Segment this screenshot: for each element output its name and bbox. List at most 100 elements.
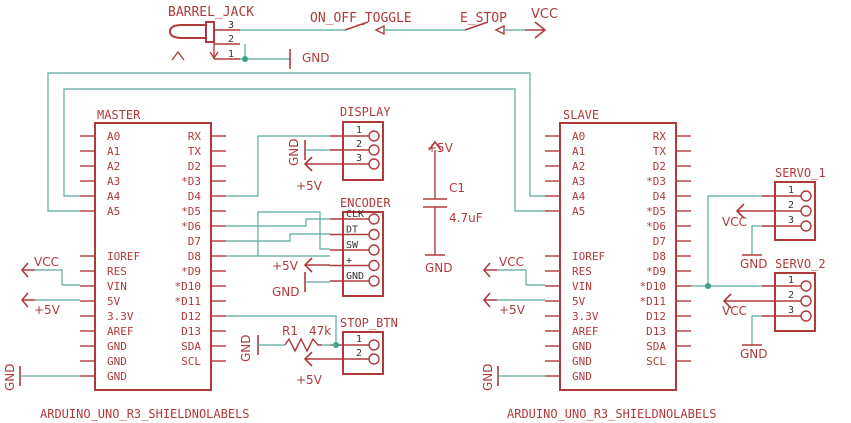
master-left-pin: VIN [107, 280, 127, 293]
slave-5v-net: +5V [499, 303, 526, 317]
r1-gnd-net: GND [239, 334, 253, 362]
master-right-pin: D4 [188, 190, 202, 203]
master-label: MASTER [97, 108, 141, 122]
servo2-vcc-net: VCC [722, 304, 747, 318]
encoder-pin: + [346, 256, 352, 267]
slave-left-pin: AREF [572, 325, 599, 338]
master-left-pin: IOREF [107, 250, 140, 263]
c1-gnd-net: GND [425, 261, 453, 275]
master-right-pin: SDA [181, 340, 201, 353]
slave-left-pin: GND [572, 355, 592, 368]
toggle-label: ON_OFF_TOGGLE [310, 11, 412, 26]
slave-left-pin: IOREF [572, 250, 605, 263]
master-vcc-net: VCC [34, 255, 59, 269]
master-power-wires: VCC +5V GND [3, 72, 545, 391]
slave-left-pin: 5V [572, 295, 586, 308]
master-left-pin: A5 [107, 205, 120, 218]
barrel-pin-3: 3 [228, 20, 234, 31]
slave-right-pin: *D3 [646, 175, 666, 188]
master-right-pin: *D10 [175, 280, 202, 293]
slave-right-pin: D13 [646, 325, 666, 338]
slave-right-pin: D2 [653, 160, 666, 173]
slave-right-pin: *D11 [640, 295, 667, 308]
encoder-label: ENCODER [340, 196, 391, 210]
stop-btn-label: STOP_BTN [340, 316, 398, 330]
master-right-pin: D12 [181, 310, 201, 323]
encoder-pin: CLK [346, 209, 364, 220]
barrel-jack-label: BARREL_JACK [168, 5, 254, 20]
master-right-pin: D13 [181, 325, 201, 338]
display-label: DISPLAY [340, 105, 391, 119]
r1-value: 47k [309, 324, 331, 338]
slave-right-pin: *D5 [646, 205, 666, 218]
master-left-pin: GND [107, 340, 127, 353]
master-right-pin: *D6 [181, 220, 201, 233]
slave-right-pin: D4 [653, 190, 667, 203]
master-left-pin: GND [107, 370, 127, 383]
encoder-gnd-net: GND [272, 285, 300, 299]
stop-button-header: STOP_BTN 1 2 +5V [226, 315, 398, 387]
master-left-pin: 3.3V [107, 310, 134, 323]
master-right-pin: *D5 [181, 205, 201, 218]
servo2-pin-3: 3 [788, 305, 794, 316]
slave-right-pin: SDA [646, 340, 666, 353]
stop-5v-net: +5V [296, 373, 323, 387]
servo2-gnd-net: GND [740, 347, 768, 361]
encoder-5v-net: +5V [272, 259, 299, 273]
master-left-pin: A2 [107, 160, 120, 173]
display-pin-3: 3 [356, 153, 362, 164]
vcc-net-top: VCC [531, 7, 558, 22]
encoder-pin: GND [346, 271, 364, 282]
slave-left-pin: A0 [572, 130, 585, 143]
master-right-pin: D7 [188, 235, 201, 248]
master-left-pin: A3 [107, 175, 120, 188]
slave-left-pin: A5 [572, 205, 585, 218]
c1-5v-net: +5V [427, 141, 454, 155]
slave-power-wires: VCC +5V GND [481, 255, 545, 391]
gnd-net-top: GND [302, 51, 330, 65]
slave-arduino: SLAVE A0A1A2A3A4A5IOREFRESVIN5V3.3VAREFG… [507, 108, 717, 421]
encoder-pin: DT [346, 225, 358, 236]
r1-name: R1 [282, 324, 298, 338]
slave-left-pin: GND [572, 370, 592, 383]
master-right-pin: SCL [181, 355, 201, 368]
master-gnd-net: GND [3, 363, 17, 391]
slave-left-pin: A1 [572, 145, 585, 158]
display-pin-1: 1 [356, 125, 362, 136]
display-header: DISPLAY 1 2 3 GND +5V [226, 105, 391, 197]
slave-gnd-net: GND [481, 363, 495, 391]
servo-1-header: SERVO_1 1 2 3 VCC GND [707, 166, 826, 286]
slave-vcc-net: VCC [499, 255, 524, 269]
master-5v-net: +5V [34, 303, 61, 317]
capacitor-c1: +5V C1 4.7uF GND [423, 140, 483, 275]
slave-left-pin: A4 [572, 190, 586, 203]
estop-label: E_STOP [460, 11, 507, 26]
servo1-pin-1: 1 [788, 185, 794, 196]
slave-left-pin: A2 [572, 160, 585, 173]
slave-right-pin: *D10 [640, 280, 667, 293]
servo2-pin-2: 2 [788, 290, 794, 301]
servo1-gnd-net: GND [740, 257, 768, 271]
servo2-pin-1: 1 [788, 275, 794, 286]
stop-pin-2: 2 [356, 348, 362, 359]
servo1-vcc-net: VCC [722, 215, 747, 229]
master-right-pin: *D3 [181, 175, 201, 188]
slave-label: SLAVE [563, 108, 599, 122]
servo2-label: SERVO_2 [775, 257, 826, 271]
slave-right-pin: *D6 [646, 220, 666, 233]
slave-right-pin: D7 [653, 235, 666, 248]
display-pin-2: 2 [356, 139, 362, 150]
master-right-pin: *D9 [181, 265, 201, 278]
barrel-pin-1: 1 [228, 49, 234, 60]
slave-left-pin: GND [572, 340, 592, 353]
slave-left-pin: RES [572, 265, 592, 278]
master-right-pin: D8 [188, 250, 201, 263]
servo1-pin-3: 3 [788, 215, 794, 226]
master-right-pin: TX [188, 145, 202, 158]
barrel-pin-2: 2 [228, 34, 234, 45]
master-right-pin: *D11 [175, 295, 202, 308]
resistor-r1: GND R1 47k [239, 324, 331, 362]
stop-pin-1: 1 [356, 334, 362, 345]
